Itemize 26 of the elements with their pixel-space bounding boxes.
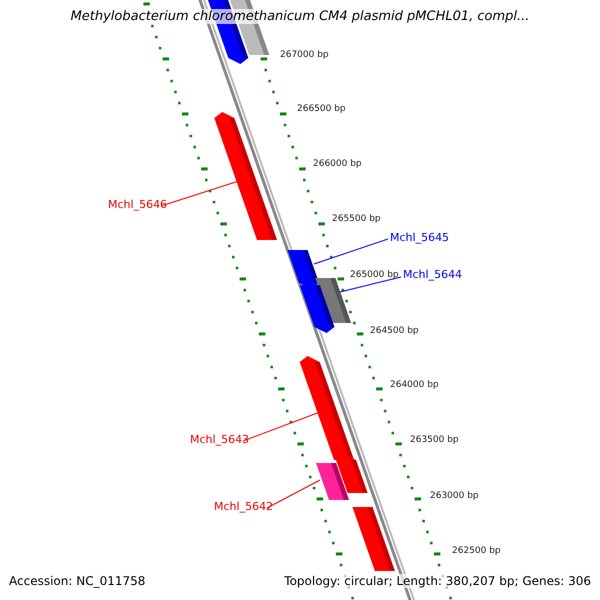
gene-label: Mchl_5645 bbox=[390, 231, 450, 244]
leader-line bbox=[314, 238, 388, 264]
scale-label: 265500 bp bbox=[332, 214, 381, 224]
leader-line bbox=[266, 480, 320, 508]
accession-text: Accession: NC_011758 bbox=[9, 574, 146, 588]
gene-segment bbox=[214, 112, 277, 240]
summary-text: Topology: circular; Length: 380,207 bp; Genes: 306 bbox=[284, 574, 591, 588]
leader-line bbox=[242, 412, 320, 442]
scale-label: 265000 bp bbox=[350, 270, 399, 280]
scale-label: 266500 bp bbox=[297, 104, 346, 114]
gene-label: Mchl_5644 bbox=[403, 268, 462, 281]
gene-segment bbox=[300, 285, 334, 333]
scale-label: 264500 bp bbox=[370, 326, 419, 336]
scale-label: 266000 bp bbox=[313, 159, 362, 169]
leader-line bbox=[340, 276, 402, 292]
scale-label: 263000 bp bbox=[430, 491, 479, 501]
gene-label: Mchl_5643 bbox=[190, 433, 250, 446]
gene-segment bbox=[336, 454, 368, 493]
gene-segment bbox=[300, 356, 354, 460]
scale-label: 262500 bp bbox=[452, 546, 501, 556]
scale-label: 264000 bp bbox=[390, 380, 439, 390]
scale-label: 267000 bp bbox=[280, 50, 329, 60]
scale-label: 263500 bp bbox=[410, 435, 459, 445]
gene-label: Mchl_5646 bbox=[108, 198, 168, 211]
gene-segment bbox=[352, 507, 395, 571]
gene-label: Mchl_5642 bbox=[214, 500, 274, 513]
